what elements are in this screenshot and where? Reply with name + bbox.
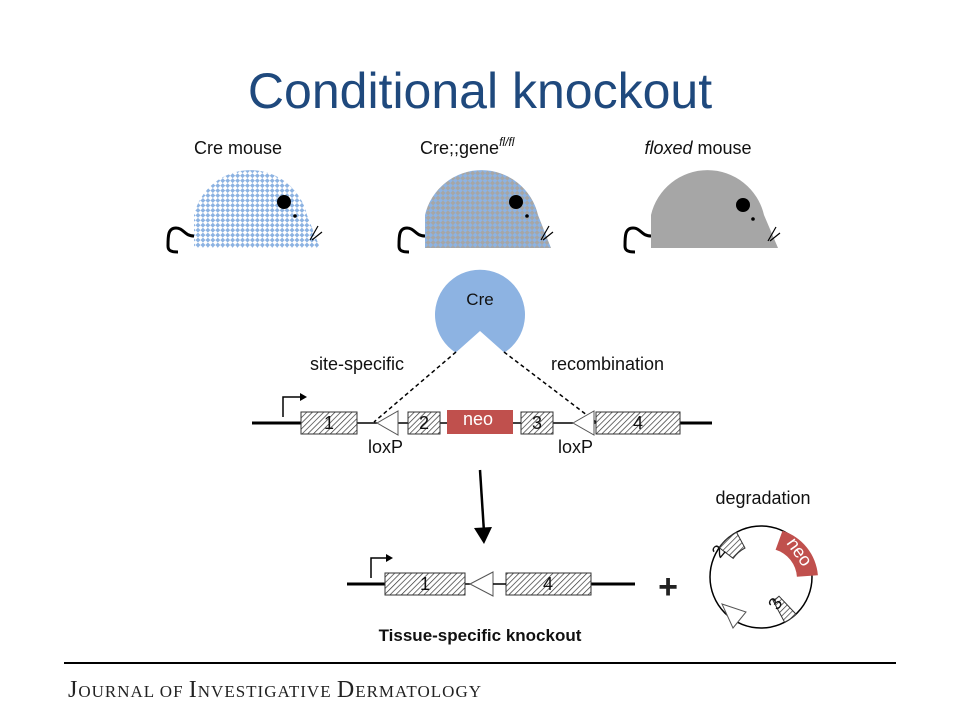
excised-circle: 2 neo 3 [708, 525, 818, 629]
promoter-arrow-2-icon [370, 557, 386, 578]
product-exon-4-label: 4 [543, 574, 553, 594]
tissue-specific-knockout-caption: Tissue-specific knockout [379, 626, 582, 645]
cross-mouse-label: Cre;;genefl/fl [420, 135, 515, 158]
cre-mouse-icon [166, 170, 323, 254]
exon-3 [520, 411, 554, 435]
loxp-left-triangle [375, 410, 399, 436]
product-loxp-triangle [468, 571, 494, 597]
exon-2 [407, 411, 441, 435]
loxp-right-label: loxP [558, 437, 593, 457]
neo-cassette-label: neo [463, 409, 493, 429]
excised-neo [775, 530, 818, 577]
exon-4-label: 4 [633, 413, 643, 433]
floxed-mouse-label: floxed mouse [644, 138, 751, 158]
recombination-label: recombination [551, 354, 664, 374]
cre-floxed-mouse-icon [397, 170, 554, 254]
cre-enzyme-label: Cre [466, 290, 493, 309]
plus-sign: + [658, 568, 678, 606]
site-specific-label: site-specific [310, 354, 404, 374]
slide-title: Conditional knockout [248, 63, 712, 119]
dashed-line-right [503, 351, 597, 423]
exon-1 [300, 411, 358, 435]
floxed-mouse-icon [623, 170, 781, 254]
product-exon-1-label: 1 [420, 574, 430, 594]
journal-footer: JOURNAL OF INVESTIGATIVE DERMATOLOGY [68, 677, 482, 703]
excised-exon-2 [718, 531, 746, 560]
dashed-line-left [373, 351, 457, 423]
loxp-left-label: loxP [368, 437, 403, 457]
excised-loxp-triangle [721, 603, 747, 629]
excised-exon-3 [772, 595, 797, 623]
down-arrow-icon [478, 469, 486, 533]
exon-3-label: 3 [532, 413, 542, 433]
exon-4 [595, 411, 681, 435]
exon-1-label: 1 [324, 413, 334, 433]
product-exon-1 [384, 572, 466, 596]
floxed-construct [252, 393, 712, 425]
loxp-right-triangle [571, 410, 595, 436]
promoter-arrow-icon [282, 396, 300, 417]
exon-2-label: 2 [419, 413, 429, 433]
knockout-product [347, 554, 635, 586]
cre-mouse-label: Cre mouse [194, 138, 282, 158]
neo-cassette [447, 410, 513, 434]
degradation-label: degradation [715, 488, 810, 508]
cre-enzyme-shape [435, 269, 526, 353]
